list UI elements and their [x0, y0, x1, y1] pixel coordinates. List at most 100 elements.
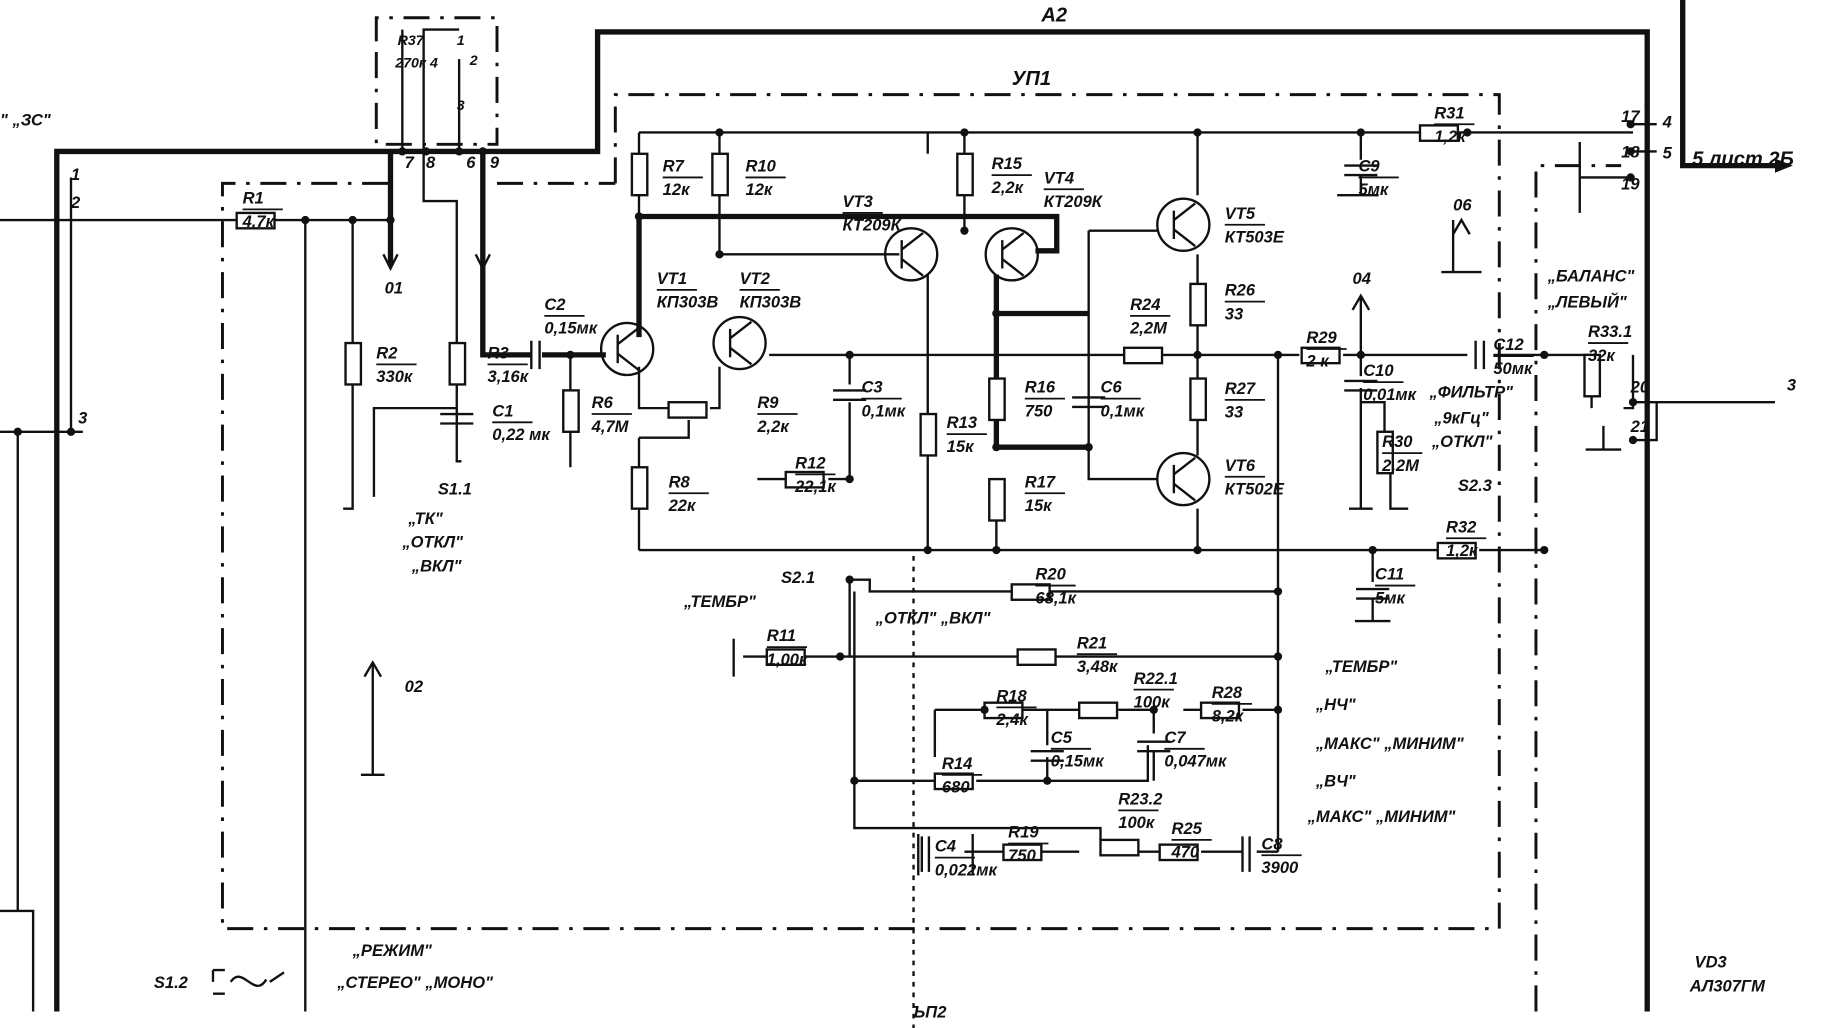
component-c12-value: 50мк: [1493, 359, 1534, 378]
component-c7-capacitor: [1137, 740, 1171, 753]
switch-position: „ТК": [407, 509, 444, 528]
component-r22-value: 100к: [1134, 692, 1172, 711]
component-r22-ref: R22.1: [1134, 669, 1178, 688]
tone-legend: „НЧ": [1315, 695, 1357, 714]
component-r11-value: 1,00к: [767, 650, 809, 669]
switch-position: „ОТКЛ": [1431, 432, 1494, 451]
component-vt6-ref: VT6: [1225, 456, 1256, 475]
component-r12-value: 22,1к: [794, 477, 837, 496]
junction-dot: [980, 705, 989, 714]
component-r20-resistor: [1010, 583, 1051, 601]
component-r23-value: 100к: [1118, 813, 1156, 832]
component-vt4-ref: VT4: [1044, 168, 1074, 187]
component-r15-value: 2,2к: [991, 178, 1025, 197]
component-r31-ref: R31: [1434, 103, 1464, 122]
transistor-symbol-icon: [616, 326, 640, 372]
component-c4-capacitor: [920, 836, 931, 872]
tone-legend: „ТЕМБР": [1324, 657, 1398, 676]
component-r21-value: 3,48к: [1077, 657, 1119, 676]
transistor-symbol-icon: [1001, 232, 1025, 277]
switch-position: „ВКЛ": [411, 556, 463, 575]
vd3-ref: VD3: [1695, 953, 1728, 972]
component-r29-value: 2 к: [1305, 352, 1330, 371]
component-r17-resistor: [988, 477, 1006, 522]
sheet-ref: 5 лист 2Б: [1692, 149, 1794, 171]
component-vt5-ref: VT5: [1225, 204, 1256, 223]
up2-label: ЪП2: [911, 1002, 947, 1021]
junction-dot: [1273, 652, 1283, 661]
component-r28-ref: R28: [1212, 683, 1243, 702]
component-r25-value: 470: [1170, 843, 1199, 862]
component-vt4-transistor-icon: [984, 227, 1039, 282]
component-c9-value: 5мк: [1358, 180, 1389, 199]
component-r12-resistor: [784, 470, 825, 489]
junction-dot: [634, 212, 644, 221]
component-r8-resistor: [630, 466, 649, 510]
s2-3-ref: S2.3: [1458, 476, 1493, 495]
component-r3-resistor: [448, 341, 467, 386]
component-c11-value: 5мк: [1375, 588, 1406, 607]
junction-dot: [1626, 120, 1635, 129]
component-r13-ref: R13: [947, 413, 978, 432]
pin-label: 19: [1621, 174, 1640, 193]
r37-box: [374, 16, 499, 146]
right-dashed-line: [1534, 164, 1622, 1012]
component-c3-value: 0,1мк: [861, 401, 906, 420]
up1-frame: [220, 93, 1501, 931]
component-c8-capacitor: [1241, 836, 1251, 872]
component-r6-value: 4,7М: [591, 417, 630, 436]
junction-dot: [715, 250, 724, 259]
component-r33-value: 32к: [1588, 346, 1616, 365]
component-c3-ref: C3: [861, 378, 883, 397]
arrow-label: 06: [1453, 196, 1472, 215]
component-c7-ref: C7: [1164, 728, 1186, 747]
junction-dot: [1273, 350, 1283, 360]
switch-position: „ОТКЛ" „ВКЛ": [875, 608, 992, 627]
junction-dot: [1356, 128, 1365, 137]
junction-dot: [348, 215, 357, 225]
transistor-symbol-icon: [1172, 202, 1196, 247]
component-c11-ref: C11: [1375, 565, 1404, 584]
component-r7-value: 12к: [663, 180, 691, 199]
pin-label: 2: [70, 193, 81, 212]
tone-legend: „ВЧ": [1315, 772, 1357, 791]
component-r29-resistor: [1300, 346, 1341, 365]
component-c1-value: 0,22 мк: [492, 425, 551, 444]
s1-2-ref: S1.2: [154, 973, 189, 992]
component-r28-resistor: [1199, 701, 1241, 720]
component-r7-resistor: [630, 152, 649, 197]
component-vt2-value: КП303В: [740, 293, 802, 312]
component-r1-value: 4,7к: [242, 212, 276, 231]
junction-dot: [845, 474, 854, 484]
component-r28-value: 8,2к: [1212, 707, 1245, 726]
junction-dot: [1368, 545, 1377, 555]
component-r27-resistor: [1189, 377, 1207, 422]
component-vt6-value: КТ502Е: [1225, 479, 1285, 498]
component-vt2-transistor-icon: [712, 315, 767, 371]
component-r24-value: 2,2М: [1129, 319, 1168, 338]
junction-dot: [845, 350, 854, 360]
s1-1-ref: S1.1: [438, 479, 472, 498]
junction-dot: [13, 427, 22, 436]
component-r16-value: 750: [1025, 401, 1053, 420]
component-r9-value: 2,2к: [756, 417, 790, 436]
pin-label: 2: [469, 53, 478, 69]
component-r30-value: 2,2М: [1381, 456, 1420, 475]
junction-dot: [1273, 587, 1283, 596]
component-c2-value: 0,15мк: [544, 319, 598, 338]
junction-dot: [1540, 350, 1549, 360]
component-r24-ref: R24: [1130, 295, 1160, 314]
component-r3-ref: R3: [488, 343, 510, 362]
component-r24-resistor: [1122, 346, 1164, 365]
a2-label: А2: [1040, 4, 1067, 26]
component-r9-ref: R9: [757, 393, 779, 412]
component-vt3-value: КТ209К: [843, 216, 903, 235]
component-r9-resistor: [667, 401, 708, 419]
component-r10-value: 12к: [745, 180, 773, 199]
component-c12-capacitor: [1474, 340, 1486, 370]
component-c9-ref: C9: [1358, 157, 1380, 176]
arrow-label: 01: [385, 278, 403, 297]
component-r25-ref: R25: [1171, 819, 1202, 838]
component-r1-resistor: [235, 211, 276, 230]
component-r26-ref: R26: [1225, 281, 1256, 300]
